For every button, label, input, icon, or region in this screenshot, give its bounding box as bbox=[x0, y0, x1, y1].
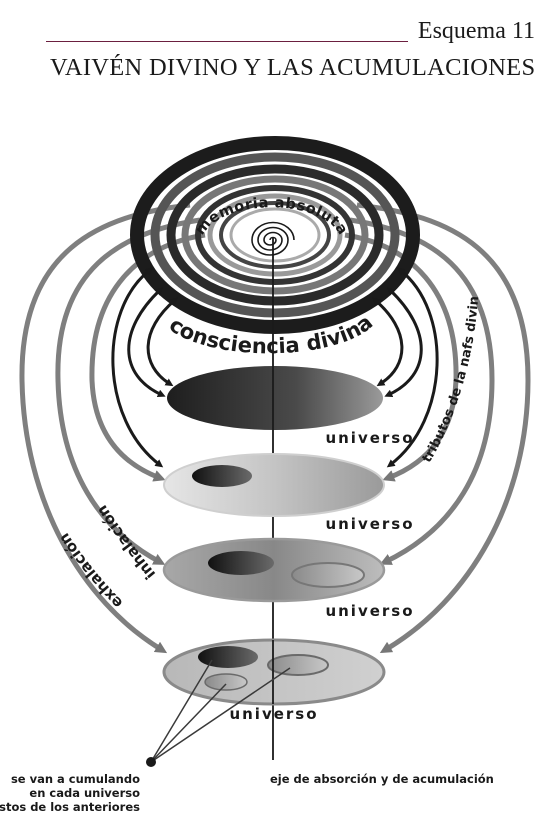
memory-spiral bbox=[251, 221, 295, 256]
dark-arrows bbox=[111, 267, 439, 468]
memory-rings bbox=[130, 136, 420, 334]
dark-arrow-right-1 bbox=[371, 297, 404, 387]
universe-2-blob bbox=[192, 465, 252, 487]
universe-label-2: universo bbox=[325, 515, 414, 533]
inhalation-label: inhalación bbox=[93, 502, 159, 583]
universe-4-blob-small bbox=[204, 673, 248, 691]
exhalation-arrow-left bbox=[19, 202, 191, 654]
accumulation-caption-line-1: se van a cumulando bbox=[11, 772, 140, 786]
page-title: VAIVÉN DIVINO Y LAS ACUMULACIONES bbox=[50, 54, 536, 81]
exhalation-arrow-right bbox=[356, 202, 531, 654]
universe-label-3: universo bbox=[325, 602, 414, 620]
dark-arrow-left-1 bbox=[146, 297, 179, 387]
axis-caption: eje de absorción y de acumulación bbox=[270, 772, 494, 786]
accumulation-caption-line-3: restos de los anteriores bbox=[0, 800, 140, 814]
universe-4-blob-dark bbox=[198, 646, 258, 668]
universe-4-blob-gray bbox=[267, 654, 329, 676]
pointer-dot bbox=[146, 757, 156, 767]
universe-1 bbox=[167, 366, 383, 430]
header-rule bbox=[46, 41, 408, 42]
universe-2 bbox=[163, 453, 385, 517]
universe-label-4: universo bbox=[229, 705, 318, 723]
dark-arrow-right-2 bbox=[384, 287, 423, 397]
dark-arrow-left-2 bbox=[127, 287, 166, 397]
pointer-lines bbox=[150, 659, 291, 763]
scheme-label: Esquema 11 bbox=[417, 18, 535, 44]
universe-label-1: universo bbox=[325, 429, 414, 447]
accumulation-caption-line-2: en cada universo bbox=[29, 786, 140, 800]
universe-3-blob-light bbox=[291, 562, 365, 588]
dark-arrow-right-3 bbox=[386, 267, 439, 468]
universe-3-blob-dark bbox=[208, 551, 274, 575]
dark-arrow-left-3 bbox=[111, 267, 164, 468]
